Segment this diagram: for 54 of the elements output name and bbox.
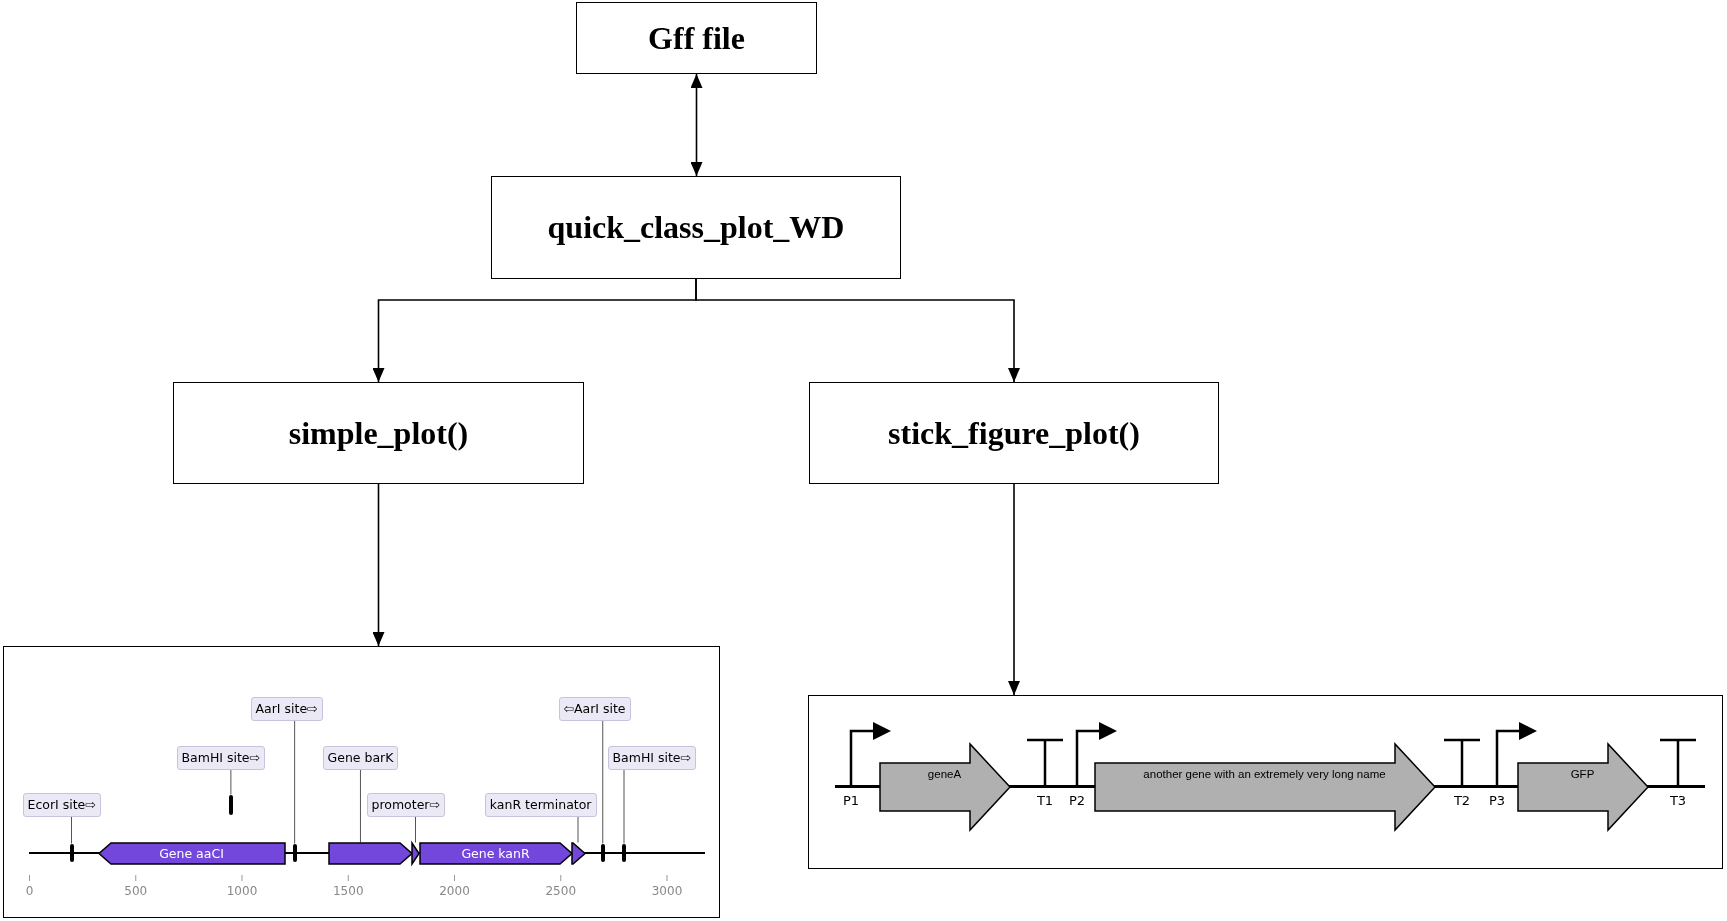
gene-feature (1094, 743, 1435, 830)
tick-label: 1500 (333, 884, 364, 898)
tick-label: 0 (25, 884, 34, 898)
arrow (690, 73, 703, 177)
site-mark (228, 794, 233, 815)
site-mark (622, 843, 626, 862)
function-box: stick_figure_plot() (809, 382, 1219, 484)
gene-feature (98, 842, 285, 864)
part-label: T3 (1669, 793, 1687, 808)
leader-line (359, 769, 361, 843)
feature-label: ⇦AarI site (558, 696, 631, 721)
tick-label: 2500 (545, 884, 576, 898)
part-label: P1 (842, 793, 860, 808)
gene-feature (879, 743, 1010, 830)
feature-label: AarI site⇨ (250, 696, 323, 721)
gene-name: GFP (1569, 766, 1596, 782)
gene-name: Gene aaCI (158, 844, 225, 863)
leader-line (602, 720, 604, 844)
feature-marker (571, 842, 585, 864)
part-label: P3 (1488, 793, 1506, 808)
feature-label: BamHI site⇨ (607, 745, 697, 770)
tick-label: 500 (124, 884, 148, 898)
leader-line (577, 816, 579, 843)
gene-feature (1517, 743, 1648, 830)
part-label: T2 (1453, 793, 1471, 808)
leader-line (230, 769, 232, 795)
feature-label: Gene barK (322, 745, 399, 770)
part-label: T1 (1036, 793, 1054, 808)
site-mark (600, 843, 605, 862)
tick-label: 1000 (226, 884, 258, 898)
feature-label: EcorI site⇨ (22, 792, 101, 817)
feature-label: BamHI site⇨ (176, 745, 266, 770)
function-box: quick_class_plot_WD (491, 176, 901, 279)
feature-label: promoter⇨ (366, 792, 445, 817)
feature-label: kanR terminator (484, 792, 597, 817)
arrow (372, 483, 385, 647)
gene-name: another gene with an extremely very long name (1142, 766, 1387, 782)
tick-label: 3000 (651, 884, 683, 898)
leader-line (623, 769, 625, 844)
arrow (1008, 483, 1020, 696)
leader-line (294, 720, 296, 844)
plot-panel (3, 646, 720, 918)
site-mark (292, 843, 297, 862)
gene-name: geneA (926, 766, 963, 782)
plot-panel (808, 695, 1723, 869)
gene-name: Gene kanR (460, 844, 531, 863)
leader-line (71, 816, 72, 844)
part-label: P2 (1068, 793, 1086, 808)
arrow (695, 278, 1020, 383)
tick-label: 2000 (439, 884, 470, 898)
function-box: Gff file (576, 2, 817, 74)
site-mark (69, 843, 74, 862)
leader-line (415, 816, 416, 843)
function-box: simple_plot() (173, 382, 584, 484)
